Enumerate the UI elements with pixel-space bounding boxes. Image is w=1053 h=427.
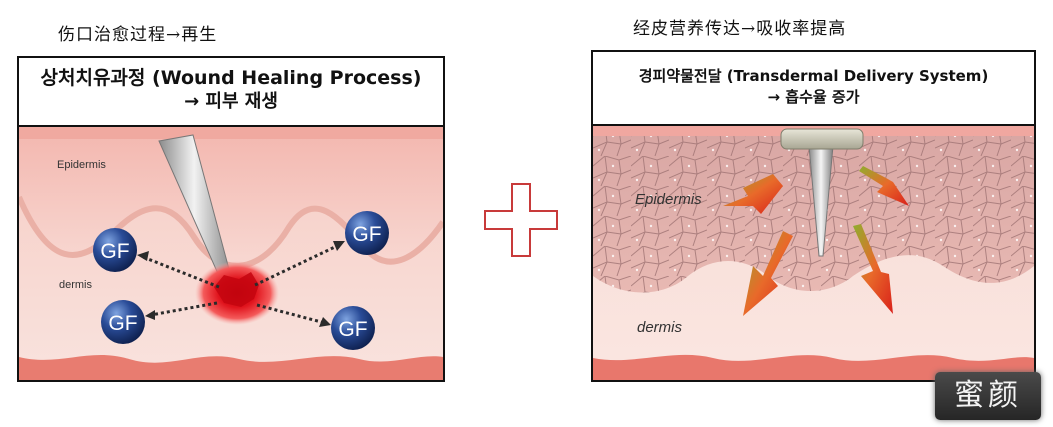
right-caption: 经皮营养传达→吸收率提高 bbox=[633, 14, 846, 39]
gf-ball-upper-right: GF bbox=[345, 211, 389, 255]
epidermis-label: Epidermis bbox=[635, 191, 702, 208]
transdermal-header: 경피약물전달 (Transdermal Delivery System) → 흡… bbox=[593, 52, 1034, 126]
transdermal-subtitle: → 흡수율 증가 bbox=[593, 87, 1034, 108]
wound-healing-illustration: GF GF GF GF Epidermis dermis bbox=[19, 127, 443, 380]
dermis-label: dermis bbox=[637, 319, 683, 336]
wound-healing-scene: GF GF GF GF Epidermis dermis bbox=[19, 127, 443, 380]
transdermal-delivery-panel: 경피약물전달 (Transdermal Delivery System) → 흡… bbox=[591, 50, 1036, 382]
plus-icon bbox=[481, 180, 561, 260]
wound-healing-subtitle: → 피부 재생 bbox=[19, 90, 443, 114]
gf-ball-upper-left: GF bbox=[93, 228, 137, 272]
wound-healing-panel: 상처치유과정 (Wound Healing Process) → 피부 재생 bbox=[17, 56, 445, 382]
transdermal-title: 경피약물전달 (Transdermal Delivery System) bbox=[593, 66, 1034, 87]
gf-ball-lower-right: GF bbox=[331, 306, 375, 350]
epidermis-label: Epidermis bbox=[57, 159, 106, 171]
gf-ball-lower-left: GF bbox=[101, 300, 145, 344]
transdermal-scene: Epidermis dermis bbox=[593, 126, 1034, 380]
svg-text:GF: GF bbox=[338, 318, 367, 341]
watermark-logo: 蜜颜 bbox=[935, 372, 1041, 420]
needle-cap bbox=[781, 129, 863, 149]
svg-text:GF: GF bbox=[100, 240, 129, 263]
svg-text:GF: GF bbox=[108, 312, 137, 335]
wound-healing-header: 상처치유과정 (Wound Healing Process) → 피부 재생 bbox=[19, 58, 443, 127]
dermis-label: dermis bbox=[59, 279, 93, 291]
wound-healing-title: 상처치유과정 (Wound Healing Process) bbox=[19, 66, 443, 90]
svg-text:GF: GF bbox=[352, 223, 381, 246]
transdermal-illustration: Epidermis dermis bbox=[593, 126, 1034, 380]
left-caption: 伤口治愈过程→再生 bbox=[58, 20, 217, 45]
